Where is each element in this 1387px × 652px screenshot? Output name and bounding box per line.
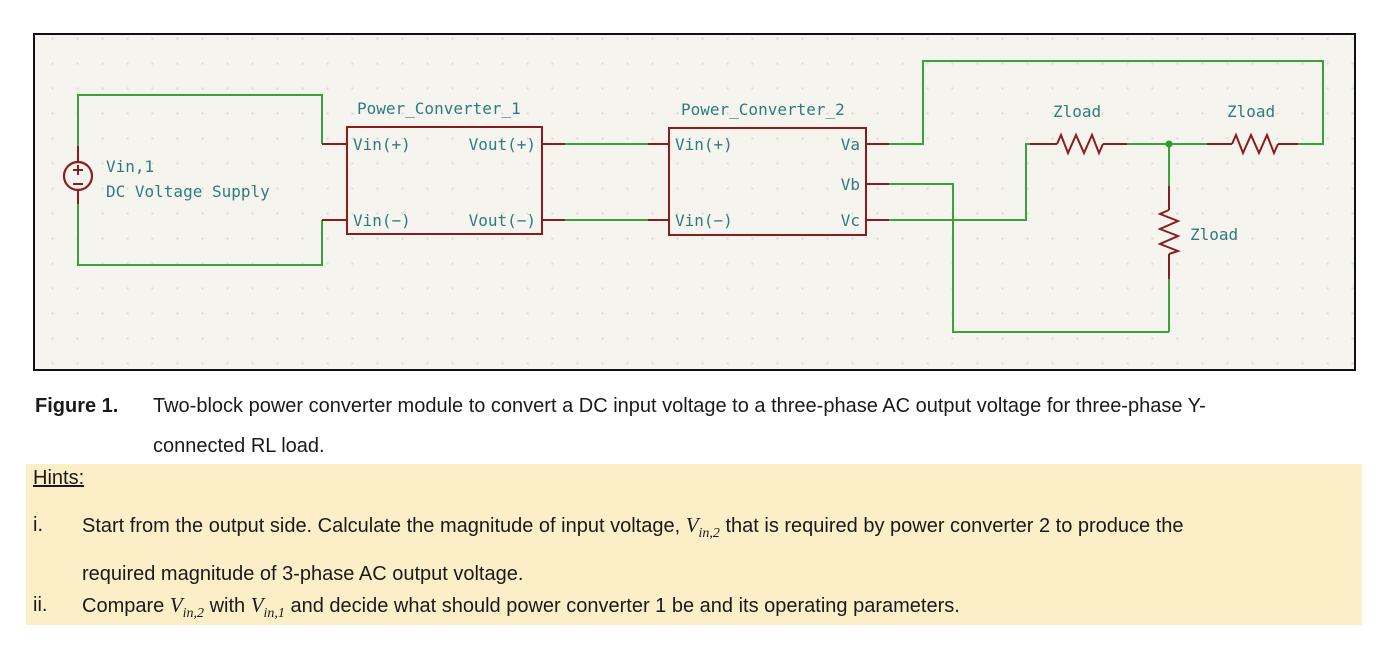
figure-number: Figure 1. (35, 395, 119, 417)
resistor-load-c (1157, 209, 1181, 255)
math-vin2-subscript-2: in,2 (182, 606, 205, 621)
math-vin1-subscript: in,1 (263, 606, 285, 621)
converter1-body (346, 126, 543, 235)
load-c-label: Zload (1190, 225, 1238, 244)
load-b-label: Zload (1227, 102, 1275, 121)
hint-ii-number: ii. (33, 594, 48, 616)
hint-i-text: Start from the output side. Calculate th… (82, 515, 686, 537)
hint-i-line2: required magnitude of 3-phase AC output … (82, 563, 524, 585)
hint-i-text-cont: that is required by power converter 2 to… (719, 515, 1184, 537)
math-vin2-symbol-2: V (169, 593, 183, 617)
converter1-pin-vin-pos: Vin(+) (353, 135, 411, 154)
math-vin2-subscript: in,2 (698, 526, 720, 541)
math-vin1-symbol: V (250, 593, 264, 617)
converter2-pin-vin-neg: Vin(−) (675, 211, 733, 230)
converter1-pin-vin-neg: Vin(−) (353, 211, 411, 230)
hint-item-i: i. Start from the output side. Calculate… (33, 505, 1378, 594)
resistor-load-a (1056, 132, 1104, 156)
converter1-pin-vout-neg: Vout(−) (469, 211, 536, 230)
source-ref-label: Vin,1 (106, 157, 154, 176)
hint-i-line1: Start from the output side. Calculate th… (82, 505, 1378, 554)
converter2-body (668, 127, 867, 236)
converter2-title: Power_Converter_2 (681, 100, 845, 119)
wire-vc (889, 143, 1030, 221)
wire-vb (889, 183, 1169, 333)
symbols (62, 126, 1298, 279)
wire-source-to-vin-pos (77, 94, 323, 148)
source-desc-label: DC Voltage Supply (106, 182, 270, 201)
junction-dot (1165, 140, 1173, 148)
hint-item-ii: ii. Compare Vin,2 with Vin,1 and decide … (33, 585, 1378, 634)
hint-i-number: i. (33, 514, 43, 536)
converter2-pin-va: Va (841, 135, 860, 154)
pin-stubs (322, 143, 1298, 279)
hint-ii-text: Compare (82, 595, 170, 617)
hints-heading: Hints: (33, 467, 85, 489)
converter1-title: Power_Converter_1 (357, 99, 521, 118)
resistor-load-b (1231, 132, 1279, 156)
schematic-panel (33, 33, 1356, 371)
hint-ii-text-cont: and decide what should power converter 1… (284, 595, 960, 617)
converter2-pin-vin-pos: Vin(+) (675, 135, 733, 154)
wires (77, 60, 1324, 333)
hints-block: Hints: i. Start from the output side. Ca… (26, 464, 1362, 625)
dc-source-symbol (62, 146, 94, 204)
wire-va (889, 60, 1324, 145)
circuit-schematic: Vin,1 DC Voltage Supply Power_Converter_… (62, 60, 1324, 333)
converter1-pin-vout-pos: Vout(+) (469, 135, 536, 154)
converter2-pin-vc: Vc (841, 211, 860, 230)
math-vin2-symbol: V (685, 513, 699, 537)
load-a-label: Zload (1053, 102, 1101, 121)
converter2-pin-vb: Vb (841, 175, 860, 194)
wire-source-to-vin-neg (77, 202, 323, 266)
caption-line1: Two-block power converter module to conv… (153, 395, 1206, 417)
figure-caption: Figure 1. Two-block power converter modu… (35, 386, 1365, 466)
caption-line2: connected RL load. (153, 435, 325, 457)
hint-ii-text-mid: with (204, 595, 251, 617)
